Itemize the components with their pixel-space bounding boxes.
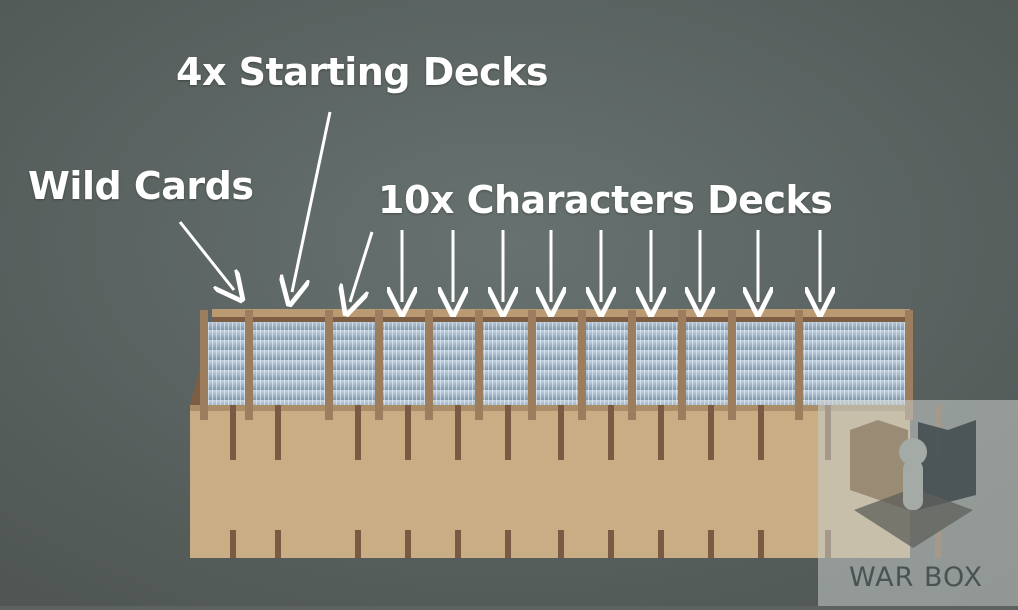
finger-joint — [275, 405, 281, 460]
compartment-divider — [728, 310, 736, 420]
annotation-arrow — [350, 231, 374, 302]
compartment-divider — [905, 310, 913, 420]
starting-decks-label: 4x Starting Decks — [176, 50, 549, 94]
finger-joint — [455, 530, 461, 558]
war-box-logo-icon — [850, 420, 976, 548]
finger-joint — [275, 530, 281, 558]
finger-joint — [608, 405, 614, 460]
finger-joint — [758, 530, 764, 558]
finger-joint — [230, 405, 236, 460]
compartment-divider — [628, 310, 636, 420]
finger-joint — [558, 405, 564, 460]
wild-cards-label: Wild Cards — [28, 164, 254, 208]
compartment-divider — [245, 310, 253, 420]
finger-joint — [708, 405, 714, 460]
compartment-divider — [795, 310, 803, 420]
box-front — [190, 405, 910, 558]
finger-joint — [608, 530, 614, 558]
finger-joint — [405, 530, 411, 558]
compartment-divider — [475, 310, 483, 420]
arrows — [178, 111, 820, 302]
compartment-divider — [425, 310, 433, 420]
compartment-divider — [578, 310, 586, 420]
finger-joint — [708, 530, 714, 558]
finger-joint — [658, 530, 664, 558]
compartment-divider — [678, 310, 686, 420]
finger-joint — [658, 405, 664, 460]
finger-joint — [230, 530, 236, 558]
compartment-divider — [375, 310, 383, 420]
finger-joint — [355, 405, 361, 460]
finger-joint — [405, 405, 411, 460]
finger-joint — [455, 405, 461, 460]
card-stacks — [200, 322, 910, 420]
character-decks-label: 10x Characters Decks — [378, 178, 833, 222]
compartment-divider — [200, 310, 208, 420]
finger-joint — [355, 530, 361, 558]
finger-joint — [505, 530, 511, 558]
finger-joint — [505, 405, 511, 460]
annotation-arrow — [178, 221, 234, 290]
compartment-divider — [325, 310, 333, 420]
finger-joint — [758, 405, 764, 460]
compartment-divider — [528, 310, 536, 420]
watermark-brand: WAR BOX — [848, 562, 984, 593]
annotation-arrow — [292, 111, 332, 292]
watermark-panel — [818, 400, 1018, 606]
finger-joint — [558, 530, 564, 558]
